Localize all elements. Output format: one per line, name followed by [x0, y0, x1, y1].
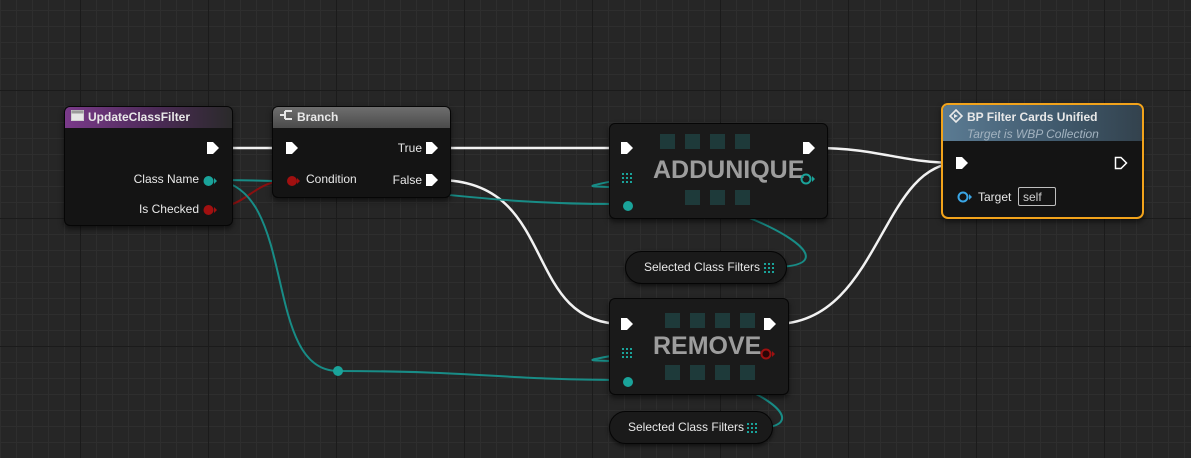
remove-title: REMOVE: [653, 332, 762, 360]
remove-decor-tile: [715, 365, 730, 380]
remove-decor-tile: [715, 313, 730, 328]
addunique-return-pin[interactable]: [800, 172, 816, 190]
addunique-decor-tile: [735, 134, 750, 149]
addunique-exec-in-pin[interactable]: [620, 141, 634, 160]
remove-exec-in-pin[interactable]: [620, 317, 634, 336]
class-name-label: Class Name: [133, 172, 199, 186]
addunique-title: ADDUNIQUE: [653, 156, 805, 184]
target-pin[interactable]: [957, 190, 973, 208]
class-name-pin[interactable]: [203, 174, 217, 192]
remove-exec-out-pin[interactable]: [763, 317, 777, 336]
target-self-field[interactable]: self: [1018, 187, 1056, 206]
array-grid-icon[interactable]: [764, 263, 774, 273]
addunique-decor-tile: [685, 134, 700, 149]
string-wire-reroute-to-remove: [337, 370, 629, 381]
remove-item-pin[interactable]: [622, 375, 634, 393]
addunique-decor-tile: [735, 190, 750, 205]
update-exec-out-pin[interactable]: [206, 141, 220, 160]
remove-return-pin[interactable]: [760, 347, 776, 365]
filter-cards-exec-in-pin[interactable]: [955, 156, 969, 175]
exec-wire-false-to-remove: [437, 178, 624, 326]
target-label: Target: [978, 190, 1012, 204]
false-label: False: [392, 173, 422, 187]
remove-decor-tile: [665, 365, 680, 380]
call-function-icon: [948, 108, 964, 127]
bp-filter-cards-header: BP Filter Cards Unified Target is WBP Co…: [943, 105, 1142, 141]
remove-decor-tile: [740, 365, 755, 380]
branch-exec-in-pin[interactable]: [285, 141, 299, 160]
array-grid-icon[interactable]: [747, 423, 757, 433]
branch-icon: [279, 107, 293, 128]
bp-filter-cards-title: BP Filter Cards Unified: [967, 110, 1098, 125]
function-icon: [71, 107, 84, 128]
addunique-decor-tile: [710, 134, 725, 149]
remove-decor-tile: [665, 313, 680, 328]
branch-true-pin[interactable]: [425, 141, 439, 160]
addunique-exec-out-pin[interactable]: [802, 141, 816, 160]
update-class-filter-node[interactable]: UpdateClassFilter: [64, 106, 233, 226]
true-label: True: [397, 141, 422, 155]
branch-title: Branch: [297, 110, 339, 124]
bp-filter-cards-unified-node[interactable]: BP Filter Cards Unified Target is WBP Co…: [941, 103, 1144, 219]
filter-cards-exec-out-pin[interactable]: [1114, 156, 1128, 175]
remove-decor-tile: [740, 313, 755, 328]
is-checked-pin[interactable]: [203, 203, 217, 221]
addunique-decor-tile: [660, 134, 675, 149]
reroute-node: [333, 366, 343, 376]
exec-wire-addunique-to-filter: [814, 146, 959, 165]
selected-class-filters-getter[interactable]: Selected Class Filters: [625, 251, 787, 284]
array-grid-icon[interactable]: [622, 348, 632, 358]
addunique-decor-tile: [685, 190, 700, 205]
addunique-item-pin[interactable]: [622, 199, 634, 217]
update-class-filter-title: UpdateClassFilter: [88, 110, 191, 124]
array-grid-icon[interactable]: [622, 173, 632, 183]
getter-label: Selected Class Filters: [628, 420, 745, 434]
remove-decor-tile: [690, 313, 705, 328]
branch-false-pin[interactable]: [425, 173, 439, 192]
is-checked-label: Is Checked: [138, 202, 199, 216]
condition-pin[interactable]: [286, 174, 300, 192]
update-class-filter-header: UpdateClassFilter: [65, 107, 232, 128]
getter-label: Selected Class Filters: [644, 260, 761, 274]
branch-header: Branch: [273, 107, 450, 128]
remove-decor-tile: [690, 365, 705, 380]
bp-filter-cards-subtitle: Target is WBP Collection: [967, 127, 1099, 141]
condition-label: Condition: [306, 172, 357, 186]
addunique-decor-tile: [710, 190, 725, 205]
